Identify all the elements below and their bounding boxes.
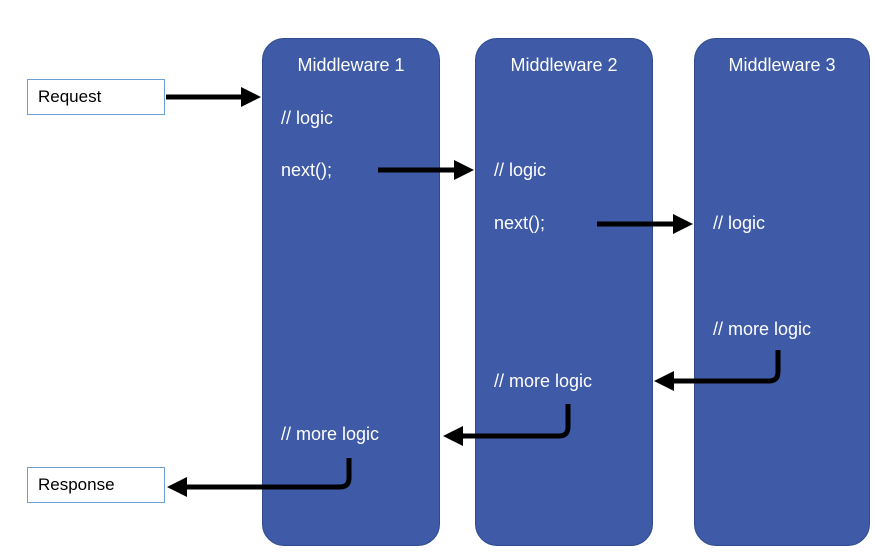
response-box: Response: [27, 467, 165, 503]
middleware-2-title: Middleware 2: [510, 55, 618, 75]
middleware-1-more-logic: // more logic: [281, 424, 380, 444]
request-box: Request: [27, 79, 165, 115]
middleware-3-logic: // logic: [713, 213, 766, 233]
middleware-2-block: Middleware 2 // logic next(); // more lo…: [475, 38, 653, 546]
middleware-3-block: Middleware 3 // logic // more logic: [694, 38, 870, 546]
middleware-2-logic: // logic: [494, 160, 547, 180]
middleware-1-title: Middleware 1: [297, 55, 405, 75]
request-label: Request: [38, 87, 102, 106]
middleware-3-more-logic: // more logic: [713, 319, 812, 339]
response-label: Response: [38, 475, 115, 494]
middleware-1-logic: // logic: [281, 108, 334, 128]
middleware-2-more-logic: // more logic: [494, 371, 593, 391]
middleware-3-title: Middleware 3: [728, 55, 836, 75]
middleware-2-next: next();: [494, 213, 546, 233]
middleware-1-next: next();: [281, 160, 333, 180]
middleware-1-block: Middleware 1 // logic next(); // more lo…: [262, 38, 440, 546]
